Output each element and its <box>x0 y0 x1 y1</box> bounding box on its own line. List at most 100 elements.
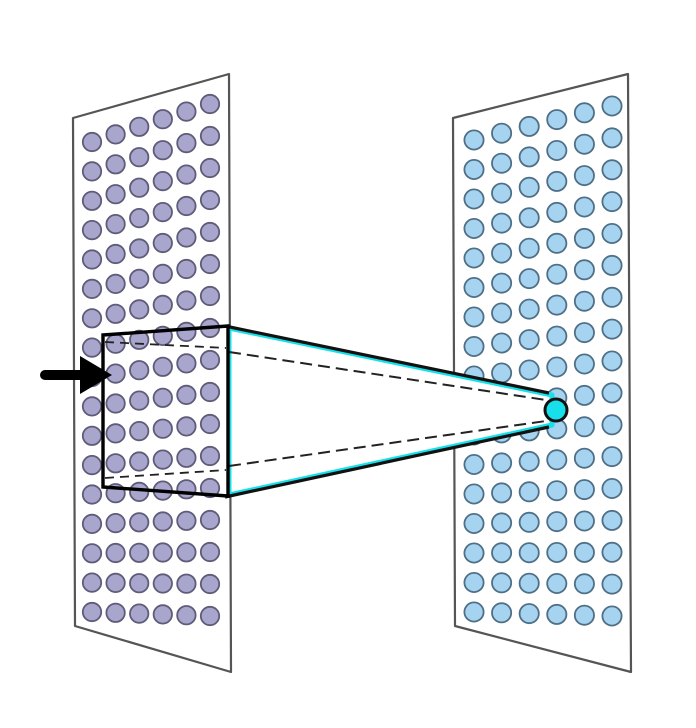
output-layer-neuron <box>518 542 540 564</box>
output-layer-neuron <box>491 212 513 234</box>
input-layer-neuron <box>176 573 197 594</box>
output-layer-neuron <box>601 191 623 213</box>
output-layer-neuron <box>546 573 568 595</box>
input-layer-neuron <box>199 381 221 403</box>
output-layer-neuron <box>463 306 485 328</box>
receptive-field-frame <box>101 324 230 498</box>
output-layer-neuron <box>491 152 513 174</box>
input-layer-neuron <box>129 177 150 198</box>
input-layer-neuron <box>81 220 103 241</box>
input-layer-neuron <box>81 601 103 623</box>
input-layer-neuron <box>129 481 150 502</box>
output-layer-neuron <box>601 286 623 308</box>
output-layer-neuron <box>463 453 485 475</box>
input-layer-neuron <box>81 572 103 593</box>
output-layer-neuron <box>573 290 595 312</box>
output-layer-neuron <box>546 109 568 131</box>
input-layer-neuron <box>199 605 221 627</box>
receptive-field-connection <box>101 324 569 499</box>
output-layer-neuron <box>491 602 513 624</box>
input-layer-neuron <box>105 423 126 444</box>
output-layer-neuron <box>546 294 568 316</box>
input-layer-neuron <box>152 232 173 254</box>
output-layer-neuron <box>601 509 623 531</box>
output-layer-neuron <box>491 122 513 144</box>
input-layer-neuron <box>152 356 173 377</box>
output-layer-neuron <box>601 222 623 244</box>
output-layer-neuron <box>601 127 623 149</box>
input-layer-neuron <box>176 258 197 280</box>
input-layer-neuron <box>199 157 221 179</box>
output-layer-neuron <box>518 268 540 290</box>
output-layer-neuron <box>463 513 485 535</box>
output-layer-neuron <box>573 541 595 563</box>
output-layer-neuron <box>491 182 513 204</box>
output-layer-neuron <box>573 165 595 187</box>
input-layer-neuron <box>129 573 150 594</box>
output-layer-neuron <box>463 129 485 151</box>
output-layer-neuron <box>463 601 485 623</box>
input-layer-neuron <box>199 221 221 243</box>
output-layer-neuron <box>573 604 595 626</box>
input-layer-neuron <box>199 349 221 371</box>
output-layer-neuron <box>573 353 595 375</box>
input-layer-neuron <box>152 418 173 439</box>
output-layer-neuron <box>518 146 540 168</box>
input-layer-neuron <box>152 109 173 130</box>
output-layer-neuron <box>546 201 568 223</box>
output-layer-neuron <box>546 232 568 254</box>
input-layer-neuron <box>105 453 126 474</box>
output-layer-neuron <box>491 362 513 384</box>
input-layer-neuron <box>129 390 150 411</box>
output-layer-neuron <box>463 217 485 239</box>
input-layer-neuron <box>105 273 126 294</box>
input-layer-neuron <box>176 290 197 311</box>
input-layer-neuron <box>105 243 126 265</box>
output-layer-neuron <box>491 482 513 504</box>
output-layer-neuron <box>491 242 513 264</box>
input-layer-neuron <box>105 572 126 594</box>
output-layer-neuron <box>546 511 568 533</box>
input-layer-neuron <box>105 542 126 564</box>
output-layer-neuron <box>546 325 568 347</box>
output-layer-neuron <box>518 450 540 472</box>
output-layer-neuron <box>573 196 595 218</box>
output-layer-neuron <box>573 573 595 595</box>
output-layer-neuron <box>573 416 595 438</box>
input-layer-neuron <box>152 542 173 563</box>
arrow-head <box>80 356 112 394</box>
input-layer-neuron <box>176 510 197 531</box>
input-layer-neuron <box>129 420 150 442</box>
input-neuron-grid <box>81 93 221 627</box>
output-layer-neuron <box>518 176 540 198</box>
input-layer <box>71 72 233 674</box>
output-layer-neuron <box>601 477 623 499</box>
input-layer-neuron <box>129 542 150 563</box>
output-layer-neuron <box>491 272 513 294</box>
output-layer-neuron <box>518 359 540 381</box>
output-layer-neuron <box>573 479 595 501</box>
output-layer-neuron <box>491 302 513 324</box>
input-layer-neuron <box>199 509 221 531</box>
input-layer-neuron <box>199 189 221 211</box>
input-layer-neuron <box>81 513 103 535</box>
input-layer-neuron <box>81 337 103 358</box>
input-layer-neuron <box>81 308 103 329</box>
input-layer-neuron <box>81 190 103 211</box>
output-layer-neuron <box>463 247 485 269</box>
input-layer-neuron <box>176 227 197 248</box>
output-layer-neuron <box>491 512 513 534</box>
input-layer-neuron <box>152 171 173 192</box>
output-layer-neuron <box>518 603 540 625</box>
input-layer-neuron <box>176 542 197 563</box>
input-layer-neuron <box>129 360 150 381</box>
output-layer <box>451 72 633 674</box>
output-layer-neuron <box>601 446 623 468</box>
input-layer-neuron <box>105 602 126 623</box>
output-layer-neuron <box>601 605 623 627</box>
output-layer-neuron <box>546 480 568 502</box>
input-layer-neuron <box>129 512 150 533</box>
input-layer-neuron <box>81 249 103 270</box>
output-layer-neuron <box>463 572 485 594</box>
output-layer-neuron <box>546 139 568 161</box>
